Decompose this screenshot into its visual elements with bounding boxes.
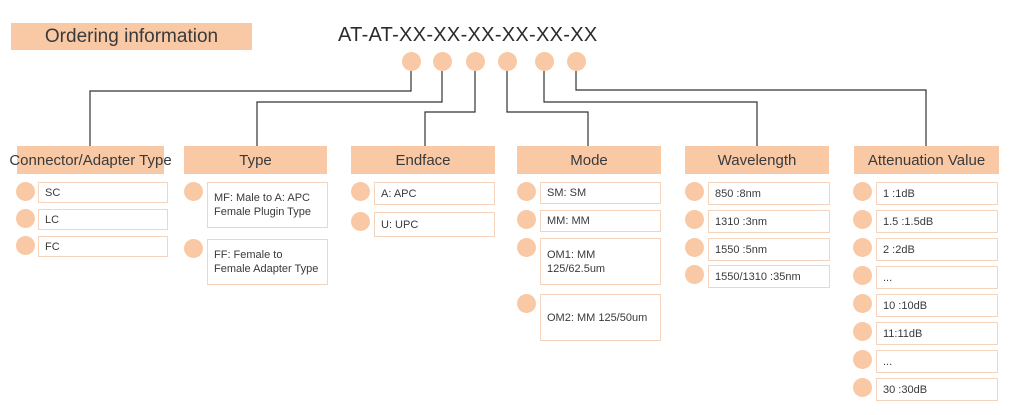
connector-line-1 [89, 71, 412, 146]
option-ellipsis: ... [876, 350, 998, 373]
code-marker-6 [567, 52, 586, 71]
option-2db: 2 :2dB [876, 238, 998, 261]
option-bullet [685, 182, 704, 201]
option-bullet [351, 212, 370, 231]
part-number-code: AT-AT-XX-XX-XX-XX-XX-XX [338, 24, 598, 46]
option-apc: A: APC [374, 182, 495, 205]
option-850: 850 :8nm [708, 182, 830, 205]
option-bullet [517, 294, 536, 313]
option-bullet [517, 238, 536, 257]
option-bullet [16, 209, 35, 228]
option-sc: SC [38, 182, 168, 203]
option-bullet [184, 239, 203, 258]
option-om2: OM2: MM 125/50um [540, 294, 661, 341]
code-marker-4 [498, 52, 517, 71]
column-header-attenuation-value: Attenuation Value [854, 146, 999, 174]
column-header-wavelength: Wavelength [685, 146, 829, 174]
option-10db: 10 :10dB [876, 294, 998, 317]
option-bullet [853, 322, 872, 341]
code-marker-2 [433, 52, 452, 71]
option-1550-1310: 1550/1310 :35nm [708, 265, 830, 288]
option-bullet [685, 265, 704, 284]
option-1550: 1550 :5nm [708, 238, 830, 261]
option-bullet [853, 350, 872, 369]
option-fc: FC [38, 236, 168, 257]
option-bullet [685, 210, 704, 229]
option-bullet [853, 182, 872, 201]
option-upc: U: UPC [374, 212, 495, 237]
option-bullet [853, 238, 872, 257]
connector-line-3 [424, 71, 476, 146]
code-marker-5 [535, 52, 554, 71]
option-lc: LC [38, 209, 168, 230]
connector-line-2 [256, 71, 443, 146]
column-header-endface: Endface [351, 146, 495, 174]
option-1310: 1310 :3nm [708, 210, 830, 233]
connector-line-4 [506, 71, 589, 146]
option-bullet [16, 182, 35, 201]
option-bullet [517, 182, 536, 201]
option-mf: MF: Male to A: APC Female Plugin Type [207, 182, 328, 228]
option-11db: 11:11dB [876, 322, 998, 345]
column-header-connector-adapter-type: Connector/Adapter Type [9, 146, 172, 174]
option-bullet [16, 236, 35, 255]
ordering-information-title: Ordering information [11, 23, 252, 50]
code-marker-1 [402, 52, 421, 71]
option-bullet [853, 210, 872, 229]
option-bullet [853, 378, 872, 397]
option-1-5db: 1.5 :1.5dB [876, 210, 998, 233]
option-bullet [517, 210, 536, 229]
option-1db: 1 :1dB [876, 182, 998, 205]
option-mm: MM: MM [540, 210, 661, 232]
connector-line-6 [575, 71, 927, 146]
option-30db: 30 :30dB [876, 378, 998, 401]
option-ellipsis: ... [876, 266, 998, 289]
option-sm: SM: SM [540, 182, 661, 204]
option-bullet [184, 182, 203, 201]
option-bullet [853, 266, 872, 285]
option-ff: FF: Female to Female Adapter Type [207, 239, 328, 285]
option-om1: OM1: MM 125/62.5um [540, 238, 661, 285]
column-header-mode: Mode [517, 146, 661, 174]
code-marker-3 [466, 52, 485, 71]
column-header-type: Type [184, 146, 327, 174]
option-bullet [685, 238, 704, 257]
option-bullet [853, 294, 872, 313]
connector-line-5 [543, 71, 758, 146]
option-bullet [351, 182, 370, 201]
